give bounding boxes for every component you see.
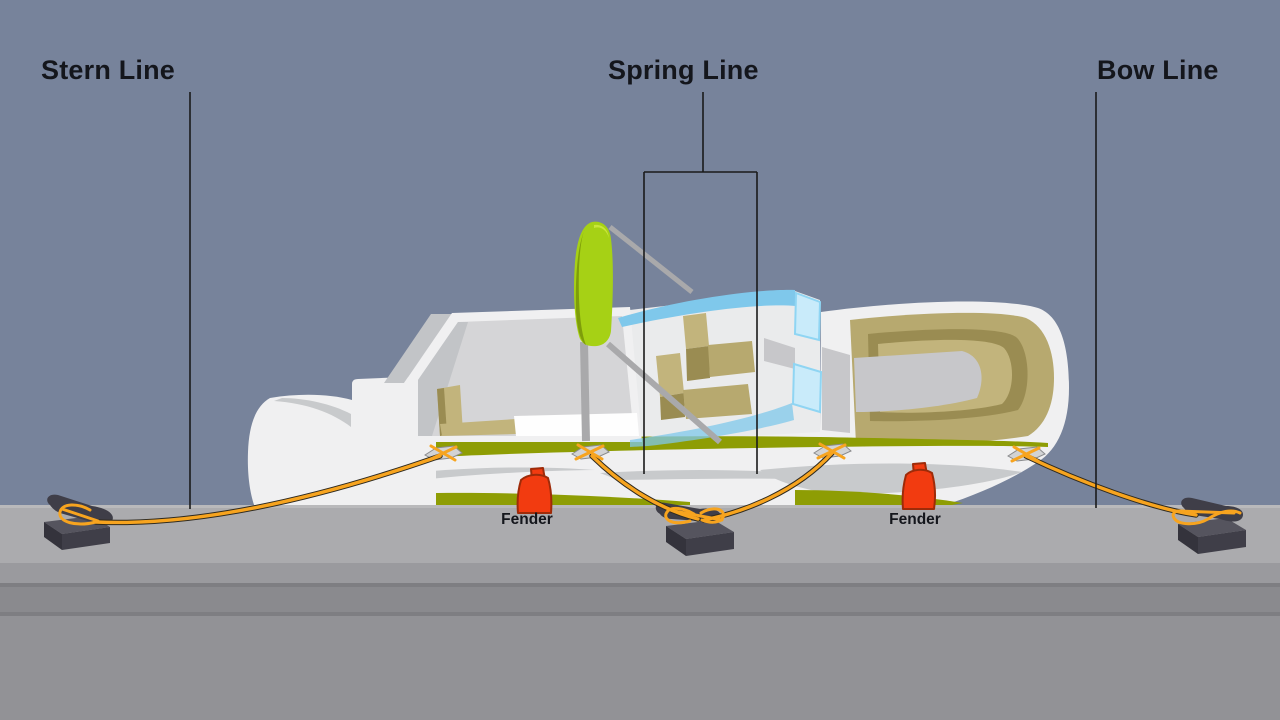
cleat-base-side bbox=[62, 527, 110, 550]
helm-seats bbox=[656, 313, 755, 420]
tower-blade-shade bbox=[575, 229, 586, 345]
windshield-upper-pane bbox=[793, 291, 822, 342]
annotation-lines bbox=[189, 92, 1097, 509]
tower-brace-lower bbox=[606, 341, 722, 445]
mooring-lines bbox=[58, 442, 1242, 526]
spring-line-wrap-cross bbox=[672, 509, 724, 522]
bow-line-label: Bow Line bbox=[1097, 55, 1219, 85]
dock bbox=[0, 505, 1280, 720]
tower-blade-highlight bbox=[594, 224, 609, 238]
seat-back-upper-face bbox=[686, 346, 710, 381]
wakeboard-tower bbox=[574, 221, 722, 445]
dock-groove-lower bbox=[0, 612, 1280, 616]
stern-line-wrap bbox=[58, 503, 98, 526]
cleat-base-front bbox=[666, 526, 686, 556]
cleat-horn bbox=[47, 494, 113, 525]
hull-shading-bow bbox=[760, 463, 1022, 495]
stern-platform bbox=[247, 394, 352, 512]
stern-line-rope bbox=[94, 454, 442, 525]
tower-blade bbox=[574, 221, 613, 347]
spring-line-label: Spring Line bbox=[608, 55, 759, 85]
fender-body bbox=[516, 473, 553, 514]
dock-surface bbox=[0, 505, 1280, 563]
bow-floor bbox=[854, 351, 982, 412]
windshield-lower-pane bbox=[791, 362, 823, 414]
tower-brace-upper bbox=[608, 225, 694, 294]
fender-right-label: Fender bbox=[889, 511, 941, 528]
stern-line-wrap-cross bbox=[60, 507, 100, 523]
windshield bbox=[618, 289, 823, 447]
cockpit-interior-wall bbox=[418, 322, 468, 436]
console-panel bbox=[764, 338, 795, 369]
seat-back-lower-face bbox=[660, 393, 685, 420]
boat-illustration bbox=[247, 221, 1069, 514]
seat-back-lower bbox=[656, 353, 684, 397]
coaming-step-face bbox=[384, 314, 452, 383]
bow-cleat-x2 bbox=[1012, 445, 1040, 463]
cleat-base-side bbox=[686, 532, 734, 556]
stern-platform-shade bbox=[274, 398, 351, 427]
cleat-base-top bbox=[666, 520, 734, 539]
bow-line-wrap-cross bbox=[1176, 509, 1236, 515]
cockpit-interior bbox=[418, 316, 634, 436]
tower-mast-pole bbox=[580, 341, 590, 442]
spring-line-wrap-right bbox=[699, 507, 725, 524]
stern-cleat-x2 bbox=[429, 444, 457, 462]
seat-pad-lower bbox=[683, 384, 752, 419]
fender-left bbox=[516, 467, 553, 514]
dock-edge-highlight bbox=[0, 505, 1280, 508]
mid-left-cleat-x2 bbox=[576, 443, 604, 461]
seat-pad-upper bbox=[708, 341, 755, 377]
dock-groove-upper bbox=[0, 583, 1280, 587]
boat-cleat-wraps bbox=[427, 442, 1041, 463]
cockpit-ledge bbox=[440, 419, 516, 436]
spring-line-fwd-rope bbox=[702, 451, 834, 522]
dock-cleat-left bbox=[44, 494, 113, 550]
fender-left-label: Fender bbox=[501, 511, 553, 528]
cleat-base-side bbox=[1198, 530, 1246, 554]
stern-line-label: Stern Line bbox=[41, 55, 176, 85]
seat-back-upper bbox=[683, 313, 709, 349]
dock-band-dark bbox=[0, 587, 1280, 612]
cleat-base-front bbox=[44, 522, 62, 550]
spring-line-wrap-left bbox=[664, 506, 696, 525]
dock-base bbox=[0, 616, 1280, 720]
mid-right-cleat-x2 bbox=[818, 442, 846, 460]
cleat-horn bbox=[1181, 497, 1244, 522]
fender-right bbox=[901, 462, 937, 510]
cockpit-floor bbox=[514, 413, 639, 436]
windshield-upper-sweep bbox=[618, 289, 796, 327]
windshield-lower-sweep bbox=[630, 403, 794, 447]
walkthrough-side bbox=[822, 347, 850, 433]
dock-band-mid bbox=[0, 563, 1280, 583]
spring-line-aft-rope bbox=[590, 454, 700, 521]
fender-body bbox=[901, 468, 937, 510]
cleat-base-front bbox=[1178, 524, 1198, 554]
